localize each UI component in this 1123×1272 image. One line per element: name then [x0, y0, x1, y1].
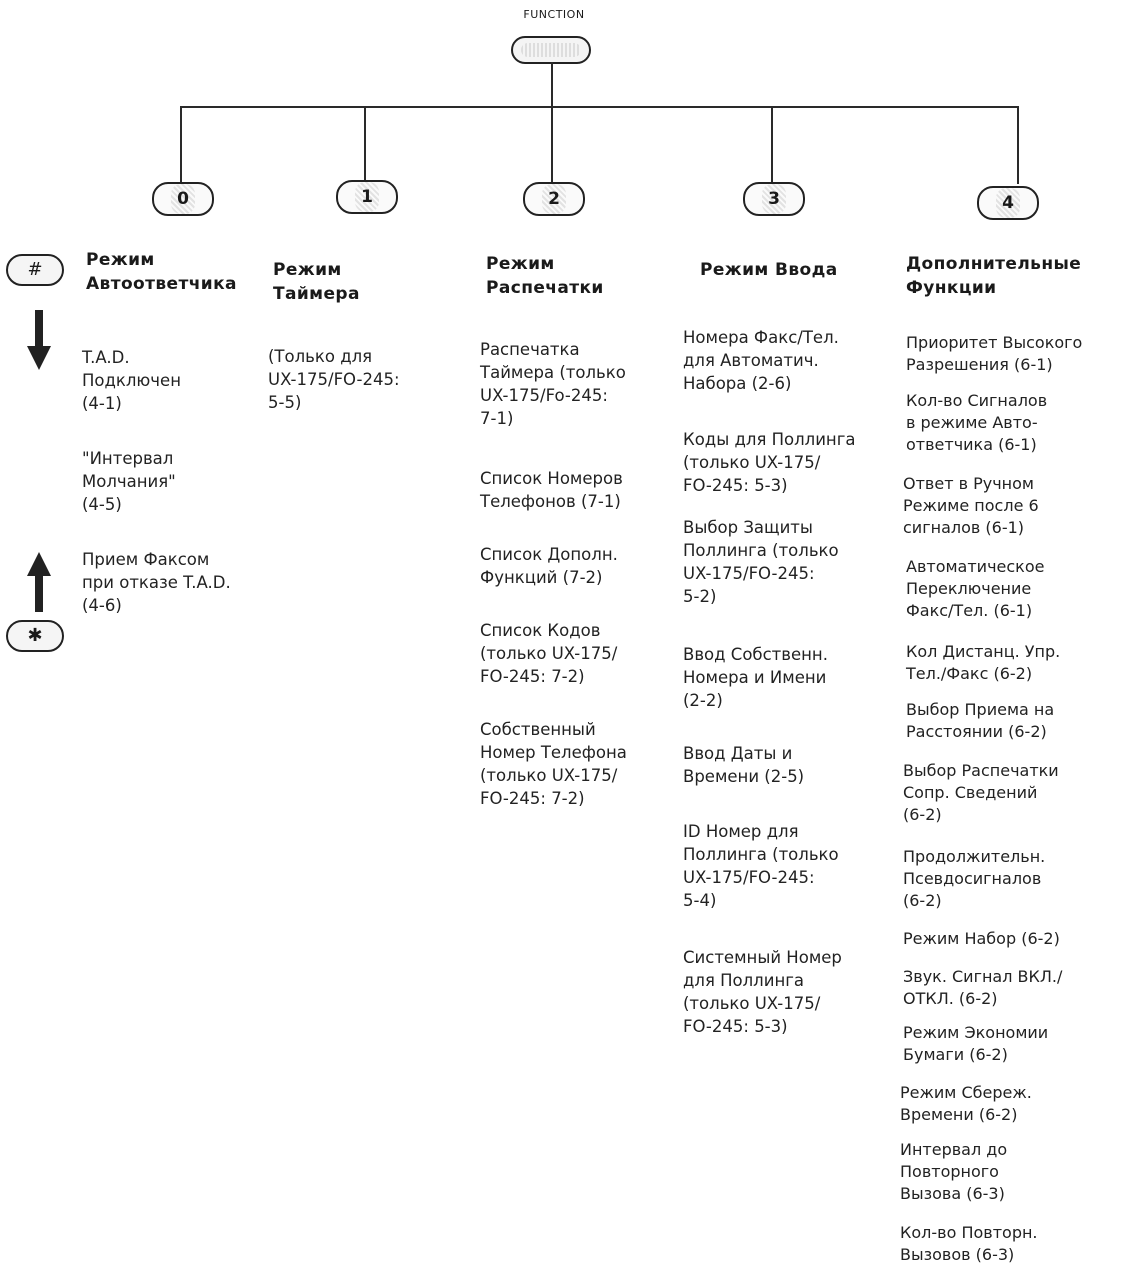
star-key[interactable]: ✱ — [6, 620, 64, 652]
column-1-heading: Режим Таймера — [273, 260, 360, 304]
column-3-item-6: Системный Номер для Поллинга (только UX-… — [683, 948, 842, 1036]
column-3-heading: Режим Ввода — [700, 260, 838, 280]
column-4-item-1: Кол-во Сигналов в режиме Авто- ответчика… — [906, 391, 1048, 454]
column-0-item-0: T.A.D. Подключен (4-1) — [82, 348, 181, 413]
column-3-item-4: Ввод Даты и Времени (2-5) — [683, 744, 805, 786]
column-3-item-0: Номера Факс/Тел. для Автоматич. Набора (… — [683, 328, 839, 393]
tree-horizontal-line — [180, 106, 1018, 108]
key-1[interactable]: 1 — [336, 180, 398, 214]
column-4-item-4: Кол Дистанц. Упр. Тел./Факс (6-2) — [906, 642, 1061, 683]
column-2-item-1: Список Номеров Телефонов (7-1) — [480, 469, 623, 511]
column-2-heading: Режим Распечатки — [486, 254, 604, 298]
column-4-item-6: Выбор Распечатки Сопр. Сведений (6-2) — [903, 761, 1059, 824]
column-2-item-2: Список Дополн. Функций (7-2) — [480, 545, 618, 587]
column-4-heading: Дополнительные Функции — [906, 254, 1082, 298]
column-4-item-2: Ответ в Ручном Режиме после 6 сигналов (… — [903, 474, 1039, 537]
key-3[interactable]: 3 — [743, 182, 805, 216]
function-key-label: FUNCTION — [523, 8, 585, 21]
column-0-item-2: Прием Факсом при отказе T.A.D. (4-6) — [82, 550, 231, 615]
column-3-item-3: Ввод Собственн. Номера и Имени (2-2) — [683, 645, 828, 710]
branch-line-2 — [551, 106, 553, 182]
function-key[interactable] — [511, 36, 591, 64]
column-4-item-10: Режим Экономии Бумаги (6-2) — [903, 1023, 1049, 1064]
branch-line-1 — [364, 106, 366, 180]
key-2[interactable]: 2 — [523, 182, 585, 216]
column-4-item-13: Кол-во Повторн. Вызовов (6-3) — [900, 1223, 1038, 1264]
branch-line-4 — [1017, 106, 1019, 184]
column-2-item-3: Список Кодов (только UX-175/ FO-245: 7-2… — [480, 621, 618, 686]
column-4-item-7: Продолжительн. Псевдосигналов (6-2) — [903, 847, 1046, 910]
column-3-item-5: ID Номер для Поллинга (только UX-175/FO-… — [683, 822, 839, 910]
column-4-item-12: Интервал до Повторного Вызова (6-3) — [900, 1140, 1008, 1203]
column-4-item-0: Приоритет Высокого Разрешения (6-1) — [906, 333, 1083, 374]
hash-key[interactable]: # — [6, 254, 64, 286]
column-3-item-2: Выбор Защиты Поллинга (только UX-175/FO-… — [683, 518, 839, 606]
key-0-label: 0 — [171, 184, 195, 214]
column-4-item-3: Автоматическое Переключение Факс/Тел. (6… — [906, 557, 1045, 620]
key-4-label: 4 — [996, 188, 1020, 218]
key-2-label: 2 — [542, 184, 566, 214]
key-3-label: 3 — [762, 184, 786, 214]
column-4-item-8: Режим Набор (6-2) — [903, 929, 1060, 948]
key-4[interactable]: 4 — [977, 186, 1039, 220]
column-3-item-1: Коды для Поллинга (только UX-175/ FO-245… — [683, 430, 856, 495]
column-4-item-9: Звук. Сигнал ВКЛ./ ОТКЛ. (6-2) — [903, 967, 1063, 1008]
column-0-heading: Режим Автоответчика — [86, 250, 237, 294]
column-0-item-1: "Интервал Молчания" (4-5) — [82, 449, 176, 514]
key-1-label: 1 — [355, 182, 379, 212]
column-2-item-0: Распечатка Таймера (только UX-175/Fo-245… — [480, 340, 626, 428]
branch-line-0 — [180, 106, 182, 182]
arrow-up-icon — [27, 552, 51, 612]
tree-trunk-line — [551, 62, 553, 106]
column-2-item-4: Собственный Номер Телефона (только UX-17… — [480, 720, 627, 808]
arrow-down-icon — [27, 310, 51, 370]
key-0[interactable]: 0 — [152, 182, 214, 216]
branch-line-3 — [771, 106, 773, 182]
column-1-item-0: (Только для UX-175/FO-245: 5-5) — [268, 347, 400, 412]
column-4-item-5: Выбор Приема на Расстоянии (6-2) — [906, 700, 1055, 741]
column-4-item-11: Режим Сбереж. Времени (6-2) — [900, 1083, 1032, 1124]
